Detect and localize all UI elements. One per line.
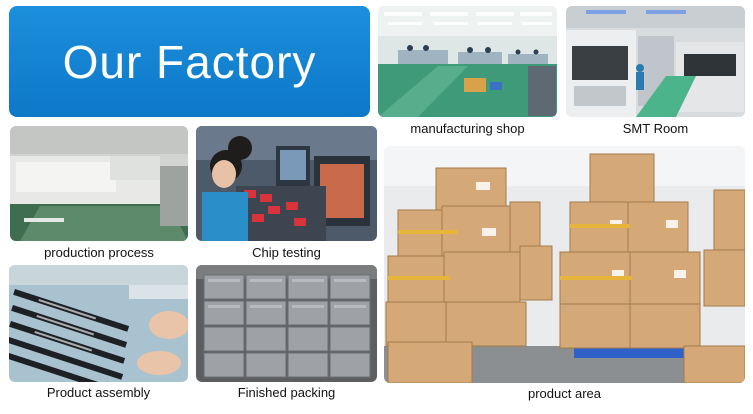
photo-finished-packing bbox=[196, 265, 377, 382]
photo-production-process bbox=[10, 126, 188, 241]
caption-product-assembly: Product assembly bbox=[46, 385, 151, 400]
caption-product-area: product area bbox=[528, 386, 601, 401]
caption-production-process: production process bbox=[44, 245, 154, 260]
banner-title: Our Factory bbox=[62, 35, 317, 88]
photo-manufacturing-shop bbox=[378, 6, 557, 117]
photo-product-assembly bbox=[9, 265, 188, 382]
photo-smt-room bbox=[566, 6, 745, 117]
caption-finished-packing: Finished packing bbox=[237, 385, 336, 400]
caption-smt-room: SMT Room bbox=[622, 121, 689, 136]
photo-chip-testing bbox=[196, 126, 377, 241]
photo-product-area bbox=[384, 146, 745, 383]
caption-chip-testing: Chip testing bbox=[252, 245, 321, 260]
caption-manufacturing-shop: manufacturing shop bbox=[410, 121, 525, 136]
title-banner: Our Factory bbox=[9, 6, 370, 117]
